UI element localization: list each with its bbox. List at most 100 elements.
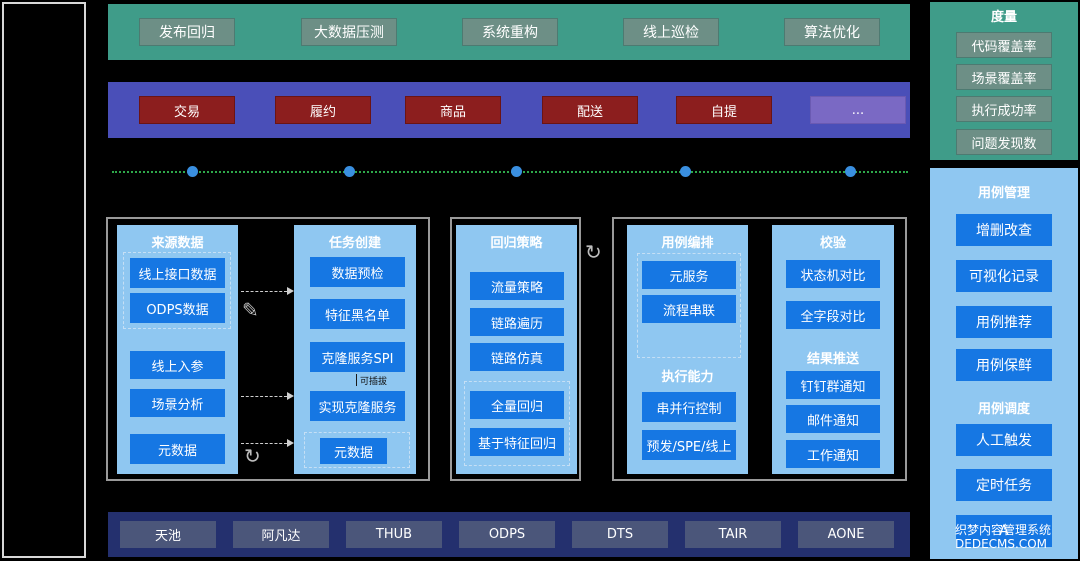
flow-arrow-head: [287, 287, 294, 295]
metric-item[interactable]: 代码覆盖率: [956, 32, 1052, 58]
case-schedule-title: 用例调度: [977, 401, 1030, 417]
exec-ability-title: 执行能力: [661, 369, 714, 385]
refresh-icon: ↻: [244, 444, 261, 468]
verify-item[interactable]: 全字段对比: [786, 301, 880, 329]
source-data-item[interactable]: ODPS数据: [130, 293, 225, 323]
data-task-frame: [106, 217, 430, 481]
watermark-line1: 织梦内容管理系统: [955, 523, 1052, 537]
flow-arrow-head: [287, 439, 294, 447]
task-create-item[interactable]: 特征黑名单: [310, 299, 405, 329]
case-schedule-item[interactable]: A: [956, 515, 1052, 547]
pluggable-arrow: [356, 374, 357, 386]
case-arrange-group: [637, 253, 741, 358]
result-push-item[interactable]: 钉钉群通知: [786, 371, 880, 399]
task-create-item[interactable]: 实现克隆服务: [310, 391, 405, 421]
source-data-group: [123, 252, 231, 329]
exec-ability-item[interactable]: 预发/SPE/线上: [642, 430, 736, 460]
metrics-title: 度量: [990, 9, 1017, 25]
business-more-item[interactable]: ...: [810, 96, 906, 124]
regression-item[interactable]: 流量策略: [470, 272, 564, 300]
scenario-item[interactable]: 系统重构: [462, 18, 558, 46]
scenario-item[interactable]: 算法优化: [784, 18, 880, 46]
business-item[interactable]: 自提: [676, 96, 772, 124]
infra-item[interactable]: AONE: [798, 521, 894, 548]
flow-arrow-line: [241, 443, 287, 444]
regression-item[interactable]: 链路遍历: [470, 308, 564, 336]
regression-item[interactable]: 链路仿真: [470, 343, 564, 371]
case-mgmt-item[interactable]: 用例保鲜: [956, 349, 1052, 381]
case-mgmt-item[interactable]: 可视化记录: [956, 260, 1052, 292]
task-create-item[interactable]: 元数据: [320, 438, 387, 464]
result-push-item[interactable]: 工作通知: [786, 440, 880, 468]
case-mgmt-item[interactable]: 增删改查: [956, 214, 1052, 246]
connector-dot: [680, 166, 691, 177]
case-arrange-title: 用例编排: [661, 235, 714, 251]
left-panel: [2, 2, 86, 558]
task-meta-group: [304, 432, 410, 468]
infra-item[interactable]: DTS: [572, 521, 668, 548]
case-management-title: 用例管理: [977, 185, 1030, 201]
verify-item[interactable]: 状态机对比: [786, 260, 880, 288]
case-mgmt-item[interactable]: 用例推荐: [956, 306, 1052, 338]
orchestration-frame: [612, 217, 907, 481]
metric-item[interactable]: 问题发现数: [956, 129, 1052, 155]
exec-ability-item[interactable]: 串并行控制: [642, 392, 736, 422]
flow-arrow-line: [241, 291, 287, 292]
case-arrange-column: 用例编排 元服务 流程串联 执行能力 串并行控制 预发/SPE/线上: [627, 225, 748, 474]
infrastructure-row: 天池 阿凡达 THUB ODPS DTS TAIR AONE: [108, 512, 910, 557]
connector-dot: [344, 166, 355, 177]
case-arrange-item[interactable]: 流程串联: [642, 295, 736, 323]
source-data-title: 来源数据: [151, 235, 204, 251]
business-item[interactable]: 履约: [275, 96, 371, 124]
edit-icon: ✎: [242, 298, 259, 322]
flow-arrow-head: [287, 392, 294, 400]
task-create-column: 任务创建 数据预检 特征黑名单 克隆服务SPI 可插拔 实现克隆服务 元数据: [294, 225, 416, 474]
regression-title: 回归策略: [490, 235, 543, 251]
scenario-item[interactable]: 发布回归: [139, 18, 235, 46]
scenario-item[interactable]: 线上巡检: [623, 18, 719, 46]
source-data-item[interactable]: 线上入参: [130, 351, 225, 379]
metric-item[interactable]: 场景覆盖率: [956, 64, 1052, 90]
verify-column: 校验 状态机对比 全字段对比 结果推送 钉钉群通知 邮件通知 工作通知: [772, 225, 894, 474]
result-push-title: 结果推送: [806, 351, 859, 367]
infra-item[interactable]: THUB: [346, 521, 442, 548]
case-schedule-item[interactable]: 人工触发: [956, 424, 1052, 456]
infra-item[interactable]: TAIR: [685, 521, 781, 548]
business-row: 交易 履约 商品 配送 自提 ...: [108, 82, 910, 138]
metric-item[interactable]: 执行成功率: [956, 96, 1052, 122]
connector-dot: [511, 166, 522, 177]
business-item[interactable]: 商品: [405, 96, 501, 124]
task-create-item[interactable]: 克隆服务SPI: [310, 342, 405, 372]
regression-item[interactable]: 全量回归: [470, 391, 564, 419]
result-push-item[interactable]: 邮件通知: [786, 405, 880, 433]
task-create-item[interactable]: 数据预检: [310, 257, 405, 287]
source-data-item[interactable]: 场景分析: [130, 389, 225, 417]
infra-item[interactable]: ODPS: [459, 521, 555, 548]
infra-item[interactable]: 阿凡达: [233, 521, 329, 548]
watermark: 织梦内容管理系统 DEDECMS.COM: [955, 523, 1080, 551]
source-data-item[interactable]: 线上接口数据: [130, 258, 225, 288]
dotted-divider: [112, 171, 908, 173]
verify-title: 校验: [819, 235, 846, 251]
business-item[interactable]: 交易: [139, 96, 235, 124]
scenario-item[interactable]: 大数据压测: [301, 18, 397, 46]
regression-column: 回归策略 流量策略 链路遍历 链路仿真 全量回归 基于特征回归: [456, 225, 577, 474]
flow-arrow-line: [241, 396, 287, 397]
business-item[interactable]: 配送: [542, 96, 638, 124]
regression-item[interactable]: 基于特征回归: [470, 428, 564, 456]
source-data-item[interactable]: 元数据: [130, 434, 225, 464]
source-data-column: 来源数据 线上接口数据 ODPS数据 线上入参 场景分析 元数据: [117, 225, 238, 474]
connector-dot: [845, 166, 856, 177]
case-schedule-item[interactable]: 定时任务: [956, 469, 1052, 501]
regression-group: [464, 381, 570, 466]
pluggable-note: 可插拔: [360, 377, 388, 387]
metrics-panel: 度量 代码覆盖率 场景覆盖率 执行成功率 问题发现数: [930, 2, 1078, 160]
connector-dot: [187, 166, 198, 177]
scenario-row: 发布回归 大数据压测 系统重构 线上巡检 算法优化: [108, 4, 910, 60]
regression-frame: [450, 217, 581, 481]
infra-item[interactable]: 天池: [120, 521, 216, 548]
redo-icon: ↻: [585, 240, 602, 264]
case-arrange-item[interactable]: 元服务: [642, 261, 736, 289]
task-create-title: 任务创建: [328, 235, 381, 251]
case-management-panel: 用例管理 增删改查 可视化记录 用例推荐 用例保鲜 用例调度 人工触发 定时任务…: [930, 168, 1078, 559]
